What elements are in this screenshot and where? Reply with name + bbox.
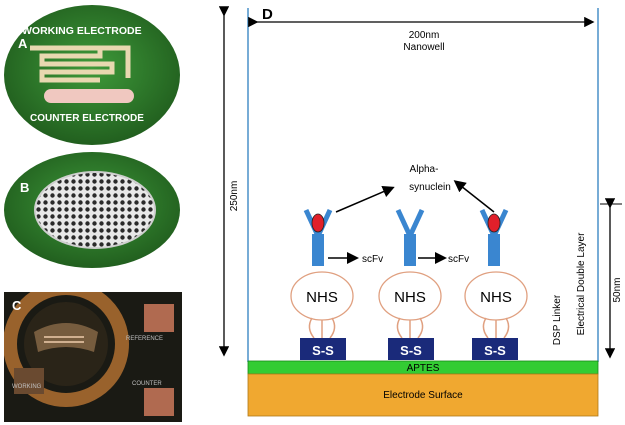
device-ring [4, 292, 129, 407]
panel-a-pcb-ellipse [4, 5, 180, 145]
aptes-label: APTES [407, 363, 440, 374]
antigen-3 [487, 213, 501, 233]
alpha-synuclein-arrow-right [453, 180, 495, 213]
panel-c: C REFERENCE WORKING COUNTER [4, 292, 182, 422]
ss-label-1: S-S [312, 343, 334, 358]
panel-d: D 200nm Nanowell 250nm 50nm Electrical D… [218, 6, 623, 417]
counter-pad-label: COUNTER [132, 381, 162, 387]
panel-a-letter: A [18, 36, 28, 51]
reference-pad-label: REFERENCE [126, 336, 163, 342]
panel-b: B [4, 152, 180, 268]
edl-height-label: 50nm [612, 277, 623, 302]
alpha-synuclein-label-1: Alpha- [410, 164, 439, 175]
nanowell-label: Nanowell [403, 42, 444, 53]
nhs-label-3: NHS [480, 289, 512, 306]
working-pad [14, 368, 44, 394]
working-pad-label: WORKING [12, 384, 42, 390]
reference-pad [144, 304, 174, 332]
antibody-assembly-3: NHS S-S [464, 208, 528, 360]
scfv-label-2: scFv [448, 254, 469, 265]
counter-electrode-label: COUNTER ELECTRODE [30, 113, 144, 124]
width-label: 200nm [409, 30, 440, 41]
antibody-assembly-1: NHS S-S [290, 208, 354, 360]
scfv-label-1: scFv [362, 254, 383, 265]
ss-label-2: S-S [400, 343, 422, 358]
nhs-label-1: NHS [306, 289, 338, 306]
antigen-1 [311, 213, 325, 233]
panel-a: A WORKING ELECTRODE COUNTER ELECTRODE [0, 0, 182, 145]
electrode-surface-label: Electrode Surface [383, 390, 463, 401]
alpha-synuclein-label-2: synuclein [409, 182, 451, 193]
antibody-assembly-2: NHS S-S [378, 208, 442, 360]
dsp-linker-label: DSP Linker [552, 294, 563, 345]
working-electrode-trace [30, 45, 115, 83]
height-label: 250nm [229, 181, 240, 212]
counter-electrode-pad [44, 89, 134, 103]
edl-label: Electrical Double Layer [576, 232, 587, 335]
panel-d-letter: D [262, 6, 273, 23]
ss-1 [300, 338, 346, 360]
nhs-label-2: NHS [394, 289, 426, 306]
panel-b-letter: B [20, 180, 29, 195]
alpha-synuclein-arrow-left [335, 186, 395, 213]
ss-3 [472, 338, 518, 360]
ss-label-3: S-S [484, 343, 506, 358]
nanowell-array [34, 171, 156, 249]
panel-c-letter: C [12, 298, 22, 313]
counter-pad [144, 388, 174, 416]
electrode-surface [247, 373, 599, 417]
working-electrode-label: WORKING ELECTRODE [22, 25, 142, 37]
ss-2 [388, 338, 434, 360]
